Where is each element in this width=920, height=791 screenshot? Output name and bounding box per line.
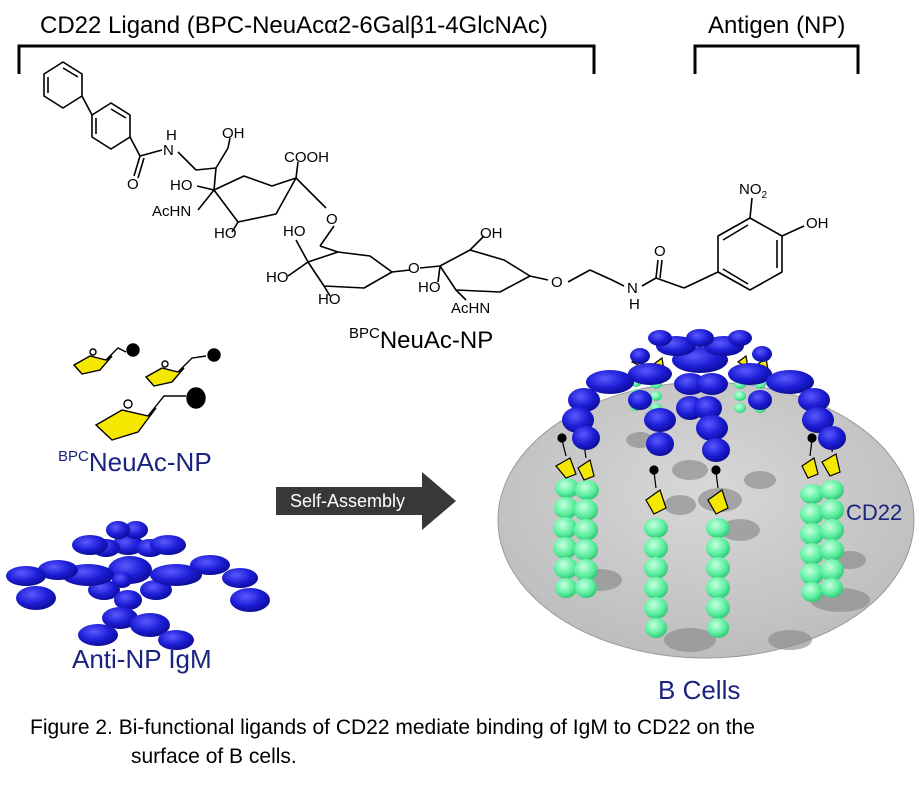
atom-ho-glc: HO — [418, 279, 441, 296]
bound-ligand — [801, 433, 819, 479]
cd22-chain — [820, 480, 844, 598]
atom-ho-gal-top: HO — [283, 223, 306, 240]
antigen-header: Antigen (NP) — [708, 12, 846, 39]
atom-o-link-1: O — [326, 211, 338, 228]
bound-ligands — [555, 354, 841, 515]
atom-oh-top: OH — [222, 125, 245, 142]
antibody-label: Anti-NP IgM — [72, 644, 212, 674]
atom-n-2: N — [627, 280, 638, 297]
ligand-header: CD22 Ligand (BPC-NeuAcα2-6Galβ1-4GlcNAc) — [40, 12, 548, 39]
igm-pentamer — [6, 521, 270, 650]
atom-no2: NO2 — [739, 181, 768, 201]
cell-label: B Cells — [658, 675, 741, 705]
atom-o-carbonyl: O — [127, 176, 139, 193]
cd22-chain — [644, 518, 668, 638]
ligand-bracket — [17, 44, 596, 74]
cd22-chain — [800, 484, 824, 602]
bound-ligand — [645, 465, 667, 515]
atom-h-2: H — [629, 296, 640, 313]
atom-h: H — [166, 127, 177, 144]
bound-ligand — [707, 465, 729, 515]
bound-ligand — [555, 433, 577, 479]
atom-o-link-3: O — [551, 274, 563, 291]
molecule-name: BPCNeuAc-NP — [349, 325, 494, 354]
atom-ho-gal-bottom: HO — [318, 291, 341, 308]
cd22-chain — [706, 518, 730, 638]
atom-ho-1: HO — [214, 225, 237, 242]
chemical-structure — [43, 61, 805, 301]
atom-ho-gal-left: HO — [266, 269, 289, 286]
ligand-icon — [94, 387, 206, 441]
arrow-label: Self-Assembly — [290, 491, 406, 511]
atom-achn-1: AcHN — [152, 203, 192, 220]
figure-caption-line2: surface of B cells. — [131, 745, 297, 768]
free-ligand-label: BPCNeuAc-NP — [58, 447, 212, 477]
atom-cooh: COOH — [284, 149, 329, 166]
self-assembly-arrow — [276, 472, 456, 530]
ligand-icon — [144, 348, 221, 387]
atom-o-amide: O — [654, 243, 666, 260]
atom-achn-2: AcHN — [451, 300, 491, 317]
cd22-chain — [553, 478, 579, 598]
free-ligand-group — [72, 343, 221, 441]
antigen-bracket — [693, 44, 860, 74]
atom-o-link-2: O — [408, 260, 420, 277]
atom-oh-phenol: OH — [806, 215, 829, 232]
cd22-chain — [574, 480, 599, 598]
figure-caption-line1: Figure 2. Bi-functional ligands of CD22 … — [30, 716, 755, 739]
cd22-receptors — [553, 377, 844, 638]
igm-bound — [562, 329, 846, 462]
atom-n: N — [163, 142, 174, 159]
cd22-label: CD22 — [846, 500, 903, 525]
atom-oh-glc: OH — [480, 225, 503, 242]
ligand-icon — [72, 343, 140, 375]
atom-ho-left: HO — [170, 177, 193, 194]
